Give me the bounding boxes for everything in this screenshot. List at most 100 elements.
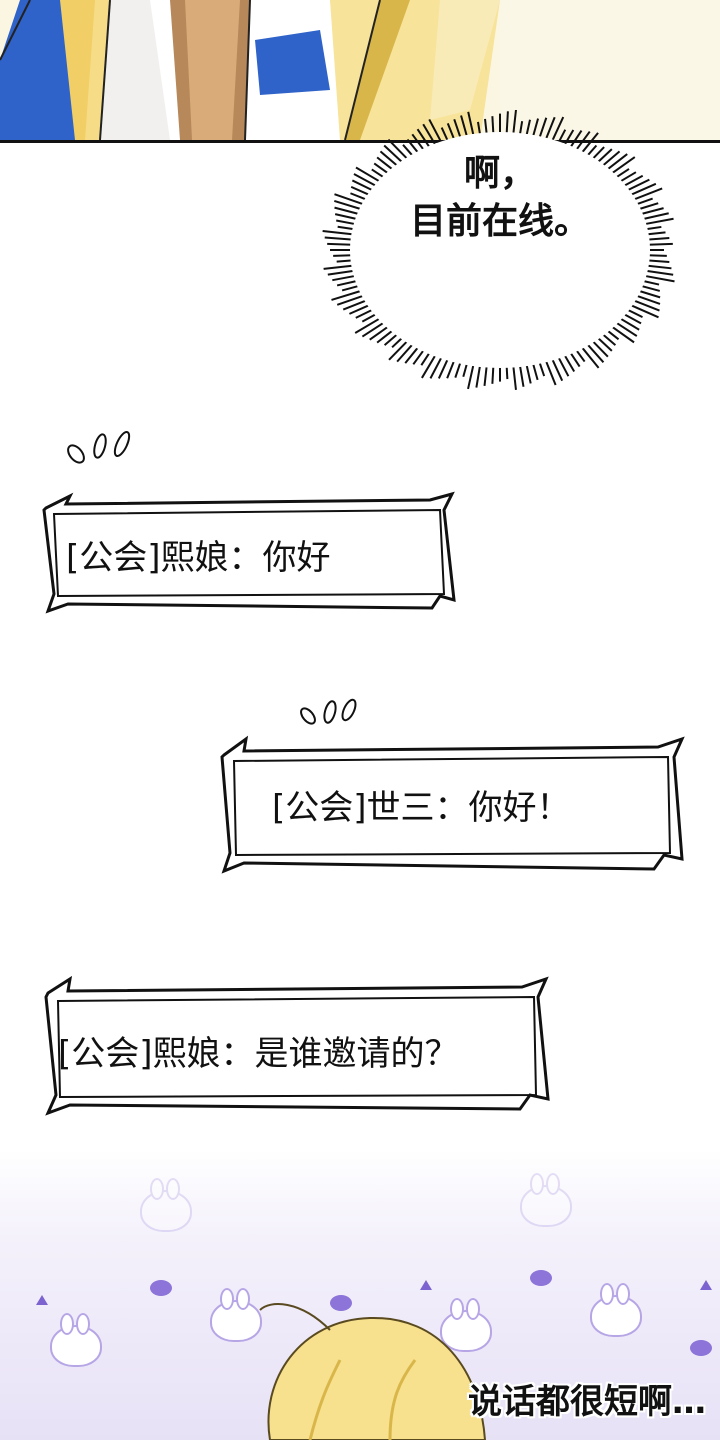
bubble-spike — [580, 346, 600, 369]
bubble-spike — [336, 219, 356, 226]
bubble-spike — [453, 118, 462, 139]
bubble-spike — [601, 150, 621, 167]
bubble-spike — [446, 122, 456, 141]
caption-text: 说话都很短啊… — [468, 1382, 706, 1422]
bubble-spike — [334, 206, 360, 216]
bubble-spike — [505, 111, 509, 135]
bubble-spike — [351, 179, 374, 192]
bubble-spike — [373, 162, 390, 175]
bubble-spike — [402, 144, 414, 157]
bubble-spike — [355, 166, 381, 183]
bubble-spike — [575, 348, 586, 363]
bubble-spike — [629, 182, 657, 196]
bubble-spike — [355, 308, 374, 319]
bubble-spike — [361, 313, 377, 323]
speech-bubble-text: 啊， 目前在线。 — [380, 150, 620, 246]
bubble-spike — [411, 133, 425, 152]
bubble-spike — [383, 144, 404, 164]
bubble-spike — [336, 294, 365, 306]
bubble-spike — [396, 343, 414, 363]
bunny-icon — [210, 1288, 262, 1342]
chat-message: 你好！ — [468, 788, 571, 828]
bubble-spike — [376, 156, 394, 171]
top-illustration-panel — [0, 0, 720, 143]
bubble-spike — [615, 321, 638, 337]
chat-message: 你好 — [262, 538, 331, 578]
bubble-spike — [383, 333, 399, 346]
bubble-spike — [505, 365, 509, 380]
chat-line-2: [公会]世三：你好！ — [272, 780, 571, 829]
chat-line-3: [公会]熙娘：是谁邀请的？ — [58, 1026, 459, 1075]
chat-box-frame-2 — [220, 735, 685, 874]
bubble-spike — [645, 269, 674, 276]
bubble-spike — [371, 168, 385, 179]
bubble-spike — [454, 361, 462, 378]
bubble-spike — [337, 225, 355, 231]
bubble-spike — [644, 217, 674, 226]
bubble-spike — [387, 138, 409, 161]
bubble-spike — [619, 171, 637, 183]
triangle-icon — [420, 1280, 432, 1290]
character-illustration — [0, 0, 720, 140]
bubble-spike — [644, 274, 675, 283]
bubble-spike — [416, 128, 431, 149]
bunny-icon — [50, 1313, 102, 1367]
bubble-spike — [569, 351, 581, 368]
bubble-spike — [544, 359, 557, 386]
bubble-spike — [406, 138, 420, 154]
bubble-spike — [640, 207, 664, 216]
bubble-spike — [601, 333, 617, 346]
chat-separator: ： — [434, 788, 469, 828]
bubble-spike — [334, 213, 358, 221]
sound-effect-marks — [67, 431, 131, 464]
bubble-spike — [635, 294, 661, 305]
bubble-spike — [606, 153, 628, 171]
bubble-spike — [531, 362, 539, 381]
spiky-speech-bubble — [322, 110, 675, 390]
bubble-spike — [575, 130, 591, 152]
bubble-spike — [333, 199, 362, 211]
bubble-spike — [336, 259, 353, 263]
chat-box-frame-1 — [42, 491, 456, 614]
bubble-spike — [626, 308, 643, 318]
bubble-spike — [446, 359, 456, 379]
chat-sender: [公会]世三 — [272, 788, 435, 828]
bubble-spike — [647, 236, 670, 241]
bubble-spike — [638, 289, 661, 299]
bubble-spike — [640, 284, 661, 292]
bubble-spike — [391, 336, 404, 349]
bubble-spike — [332, 274, 356, 282]
bubble-spike — [635, 197, 653, 206]
bubble-spike — [420, 351, 431, 366]
bubble-spike — [642, 212, 669, 221]
bubble-spike — [551, 358, 564, 382]
bubble-spike — [596, 148, 613, 164]
bubble-spike — [462, 362, 469, 378]
bubble-spike — [350, 185, 371, 196]
bubble-spike — [563, 129, 575, 146]
bubble-spike — [642, 279, 660, 286]
bubble-spike — [645, 225, 662, 231]
bubble-spike — [629, 304, 659, 319]
bubble-spike — [646, 231, 666, 236]
bubble-spike — [623, 174, 644, 187]
cloud-icon — [330, 1295, 352, 1311]
speech-line-2: 目前在线。 — [409, 201, 590, 242]
bubble-spike — [632, 187, 663, 201]
triangle-icon — [700, 1280, 712, 1290]
bubble-spike — [512, 365, 517, 390]
chat-box-frame-3 — [44, 975, 550, 1116]
bubble-spike — [361, 321, 385, 338]
bubble-spike — [491, 116, 495, 135]
bubble-spike — [491, 365, 495, 384]
bubble-spike — [376, 329, 394, 344]
bunny-icon — [140, 1178, 192, 1232]
bubble-spike — [619, 317, 640, 331]
bubble-spike — [615, 168, 630, 179]
bubble-spike — [324, 236, 353, 241]
chat-line-1: [公会]熙娘：你好 — [66, 530, 331, 579]
bubble-spike — [379, 150, 399, 167]
bubble-spike — [563, 354, 576, 372]
bubble-spike — [632, 299, 660, 312]
bubble-spike — [428, 118, 443, 144]
